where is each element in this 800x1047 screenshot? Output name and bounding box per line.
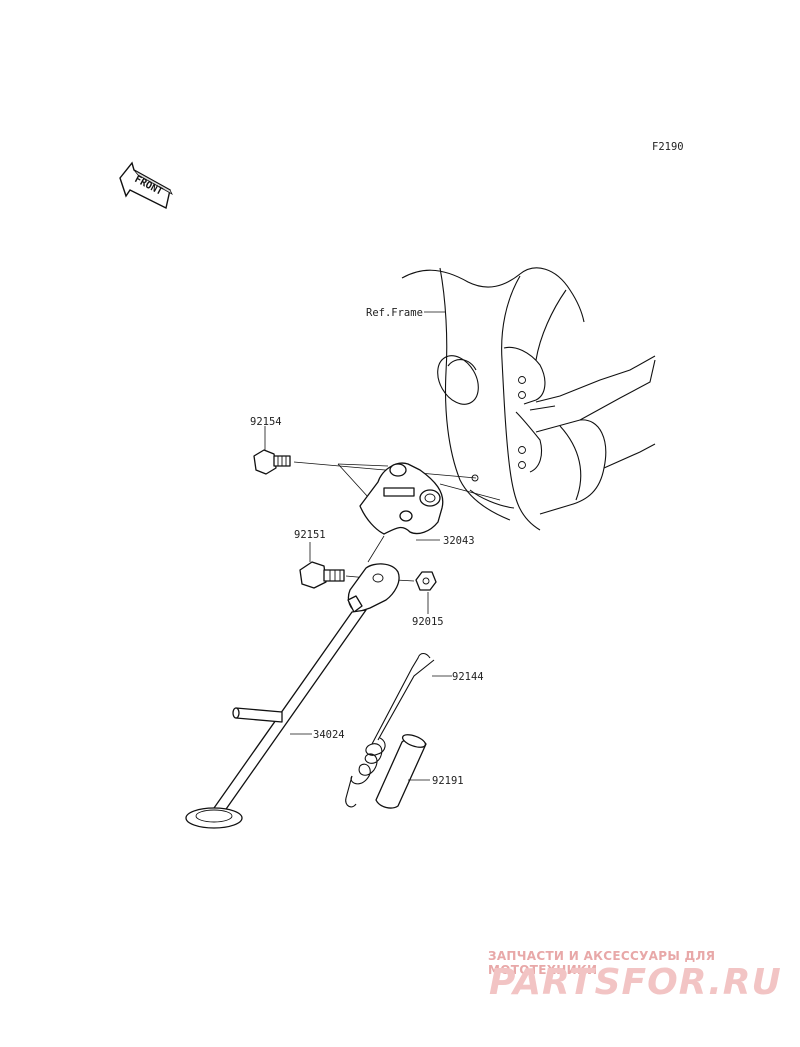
label-32043: 32043 [443,535,475,547]
sleeve-92191 [375,734,427,809]
ref-frame-label: Ref.Frame [366,307,423,319]
front-arrow-icon: FRONT [119,161,173,210]
diagram-code: F2190 [652,141,684,153]
watermark-tagline: ЗАПЧАСТИ И АКСЕССУАРЫ ДЛЯ МОТОТЕХНИКИ [488,949,716,977]
label-92151: 92151 [294,529,326,541]
label-92015: 92015 [412,616,444,628]
label-34024: 34024 [313,729,345,741]
label-92154: 92154 [250,416,282,428]
bolt-92151 [299,561,345,589]
watermark-logo: PARTSFOR.RU [489,962,782,1003]
label-92191: 92191 [432,775,464,787]
side-stand-34024 [185,535,400,829]
label-92144: 92144 [452,671,484,683]
frame-outline [401,267,656,531]
nut-92015 [415,571,437,591]
bolt-92154 [253,449,291,475]
spring-92144 [345,652,435,808]
bracket-32043 [359,462,501,535]
